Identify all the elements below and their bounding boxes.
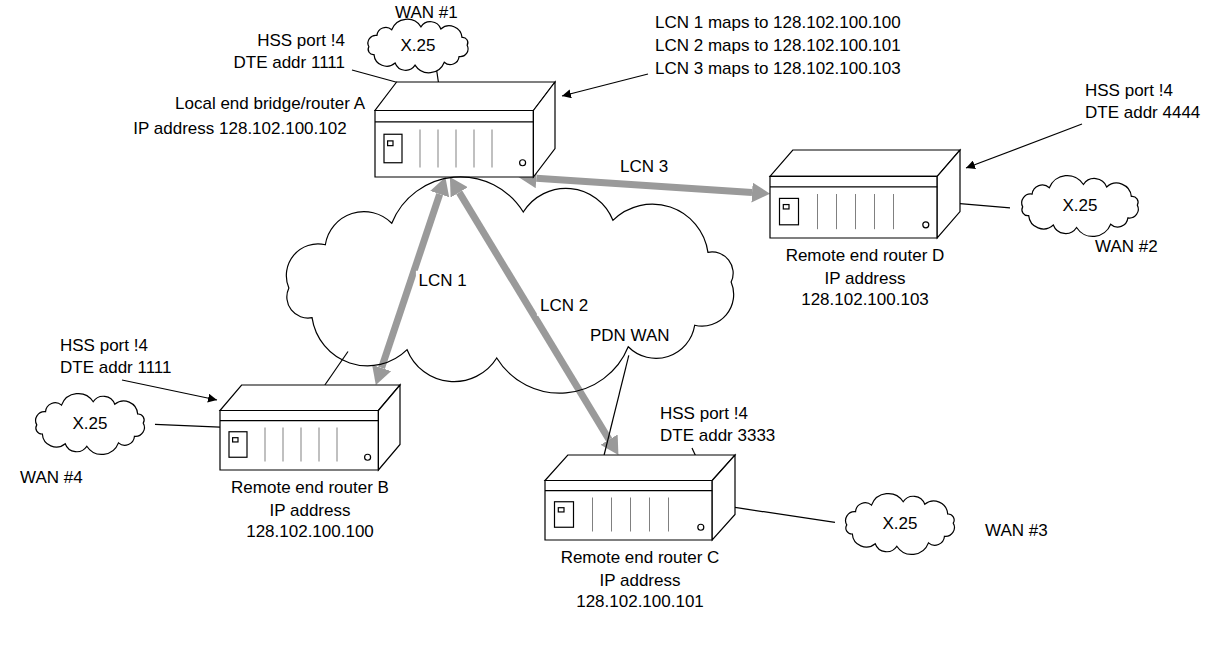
callout-label: DTE addr 1111: [233, 52, 345, 73]
router-device: Remote end router CIP address 128.102.10…: [545, 455, 735, 540]
callout-label: LCN 1 maps to 128.102.100.100: [655, 12, 901, 33]
network-cloud: PDN WAN: [240, 190, 780, 380]
cloud-label: X.25: [1063, 195, 1098, 216]
virtual-circuit-arrow: [536, 178, 752, 192]
callout-label: HSS port !4: [257, 30, 345, 51]
callout-label: LCN 2 maps to 128.102.100.101: [655, 35, 901, 56]
network-cloud: X.25WAN #2: [1010, 178, 1150, 234]
callout-label: HSS port !4: [1085, 80, 1173, 101]
edge-label: LCN 1: [416, 271, 470, 291]
cloud-label: X.25: [883, 513, 918, 534]
network-name: WAN #3: [985, 520, 1048, 541]
callout-label: HSS port !4: [660, 403, 748, 424]
callout-label: LCN 3 maps to 128.102.100.103: [655, 58, 901, 79]
router-outline: [375, 82, 555, 177]
virtual-circuit-arrow: [459, 192, 609, 439]
callout-label: DTE addr 1111: [60, 357, 172, 378]
leader-line: [966, 124, 1082, 168]
callout-label: DTE addr 4444: [1085, 102, 1200, 123]
cloud-label: X.25: [401, 35, 436, 56]
callout-label: DTE addr 3333: [660, 425, 775, 446]
router-device: Remote end router BIP address 128.102.10…: [220, 385, 400, 470]
network-cloud: X.25WAN #1: [358, 21, 478, 71]
network-name: PDN WAN: [590, 325, 670, 346]
device-label: Remote end router D: [786, 245, 945, 266]
device-label: Local end bridge/router A: [175, 93, 365, 114]
leader-line: [122, 380, 217, 400]
edge-label: LCN 2: [537, 296, 591, 316]
device-label: Remote end router C: [561, 547, 720, 568]
cloud-outline: [240, 190, 780, 380]
router-outline: [545, 455, 735, 540]
device-label: IP address 128.102.100.103: [795, 268, 935, 311]
link-line: [735, 507, 835, 522]
link-line: [960, 204, 1010, 208]
router-device: Remote end router DIP address 128.102.10…: [770, 150, 960, 238]
device-label: Remote end router B: [231, 477, 389, 498]
network-name: WAN #2: [1095, 236, 1158, 257]
network-cloud: X.25WAN #3: [835, 495, 965, 553]
leader-line: [562, 74, 648, 96]
router-device: Local end bridge/router AIP address 128.…: [375, 82, 555, 177]
link-line: [437, 71, 439, 82]
callout-label: HSS port !4: [60, 335, 148, 356]
link-line: [155, 424, 220, 427]
router-outline: [220, 385, 400, 470]
network-name: WAN #1: [395, 2, 458, 23]
device-label: IP address 128.102.100.100: [240, 500, 380, 543]
cloud-label: X.25: [73, 413, 108, 434]
device-label: IP address 128.102.100.102: [133, 118, 346, 139]
link-line: [604, 355, 629, 455]
network-name: WAN #4: [20, 467, 83, 488]
device-label: IP address 128.102.100.101: [570, 570, 710, 613]
edge-label: LCN 3: [617, 157, 671, 177]
router-outline: [770, 150, 960, 238]
network-cloud: X.25WAN #4: [25, 395, 155, 453]
